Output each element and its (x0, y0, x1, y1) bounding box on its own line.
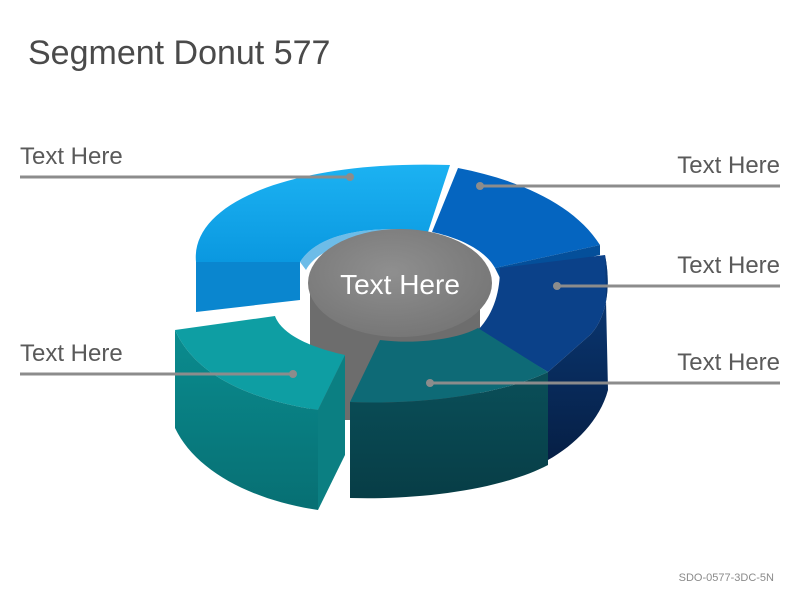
slide-code: SDO-0577-3DC-5N (678, 572, 774, 584)
label-bottom-right: Text Here (677, 349, 780, 376)
segment-light-blue (195, 164, 450, 312)
label-top-right: Text Here (677, 152, 780, 179)
leader-lines (20, 175, 780, 385)
segment-dark-teal (350, 328, 548, 499)
center-hub: Text Here (308, 229, 492, 337)
segment-navy (478, 255, 608, 460)
page-title: Segment Donut 577 (28, 34, 331, 72)
label-top-left: Text Here (20, 143, 123, 170)
label-mid-right: Text Here (677, 252, 780, 279)
leader-dots (289, 173, 561, 387)
label-bottom-left: Text Here (20, 340, 123, 367)
center-label: Text Here (340, 269, 460, 300)
